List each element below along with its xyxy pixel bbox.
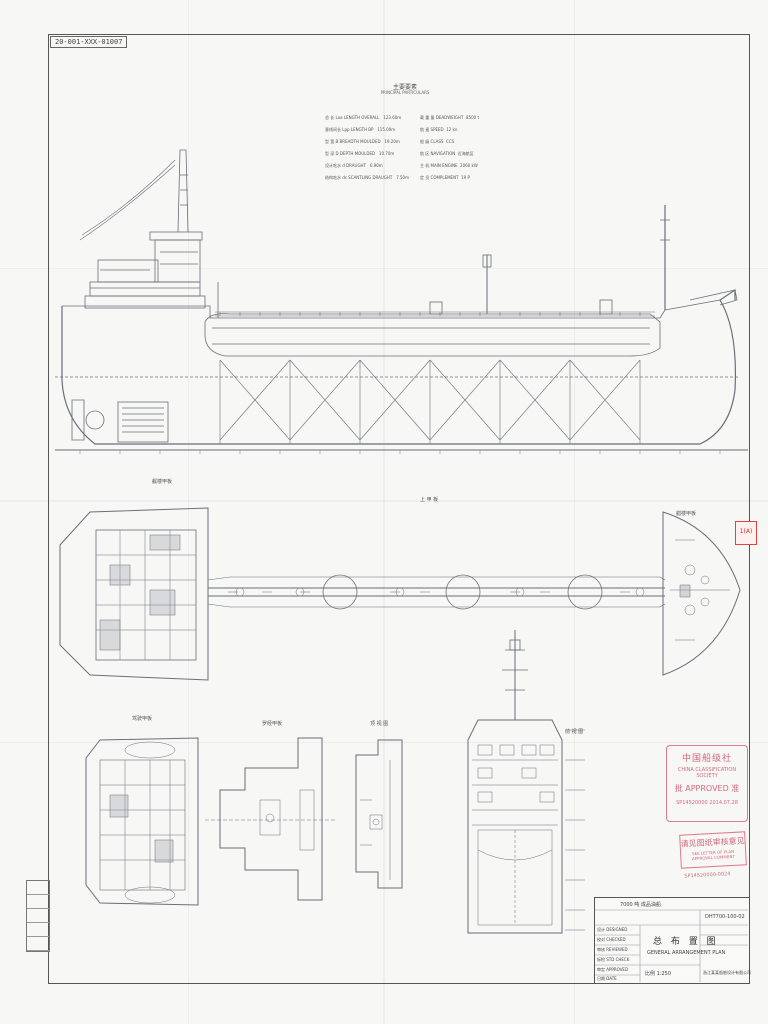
comment-stamp: 请见图纸审核意见 SEE LETTER OF PLAN APPROVAL COM…: [679, 831, 747, 880]
label-compass: 罗经甲板: [262, 721, 283, 727]
stamp-org-en: CHINA CLASSIFICATION SOCIETY: [677, 767, 737, 779]
particulars-right-1: 航 速 SPEED 12 kn: [420, 127, 458, 132]
title-block-row-5: 日期 DATE: [597, 976, 617, 981]
title-block-row-3: 标检 STD CHECK: [597, 957, 630, 962]
title-block: 7000 吨 成品油船 DHT700-100-02 总 布 置 图 GENERA…: [594, 897, 751, 984]
title-block-lines: [594, 909, 748, 982]
title-block-row-4: 审定 APPROVED: [597, 967, 629, 972]
label-poop: 艉楼甲板: [152, 479, 173, 485]
title-block-row-1: 校对 CHECKED: [597, 937, 626, 942]
particulars-left-2: 型 宽 B BREADTH MOULDED 19.20m: [325, 139, 400, 144]
particulars-subtitle: PRINCIPAL PARTICULARS: [380, 90, 430, 95]
particulars-left-3: 型 深 D DEPTH MOULDED 10.70m: [325, 151, 395, 156]
label-front: 前 视 图: [565, 729, 584, 735]
stamp-ref: SP14520000 2014.07.28: [676, 800, 738, 806]
label-forecastle: 艏楼甲板: [676, 511, 697, 517]
comment-stamp-line1: 请见图纸审核意见: [680, 836, 745, 849]
particulars-right-2: 船 级 CLASS CCS: [420, 139, 455, 144]
title-block-row-2: 审核 REVIEWED: [597, 947, 628, 952]
bridge-deck-view: [85, 737, 199, 906]
particulars-left-0: 总 长 Loa LENGTH OVERALL 123.60m: [325, 115, 402, 120]
class-reference-box: 1(A): [735, 521, 757, 545]
stamp-org: 中国船级社: [681, 754, 732, 764]
compass-deck-view: [205, 737, 335, 901]
top-view: [355, 739, 403, 889]
particulars-right-5: 定 员 COMPLEMENT 19 P: [420, 175, 470, 180]
particulars-left-5: 结构吃水 ds SCANTLING DRAUGHT 7.50m: [325, 175, 409, 180]
particulars-title: 主要要素: [392, 84, 417, 91]
title-block-row-0: 设计 DESIGNED: [597, 927, 628, 932]
title-block-company: 浙江某某船舶设计有限公司: [703, 970, 751, 975]
drawing-border: [48, 34, 750, 984]
label-upper-deck: 上 甲 板: [420, 497, 439, 503]
title-block-drawing-no: DHT700-100-02: [705, 914, 745, 920]
profile-view: [55, 149, 748, 454]
title-block-title: 总 布 置 图: [653, 937, 719, 947]
approval-stamp: 中国船级社 CHINA CLASSIFICATION SOCIETY 批 APP…: [666, 745, 748, 822]
label-bridge: 驾驶甲板: [132, 716, 153, 722]
particulars-right-4: 主 机 MAIN ENGINE 2060 kW: [420, 163, 478, 168]
stamp-approved: 批 APPROVED 准: [674, 784, 740, 793]
drawing-number: 20-001-XXX-01007: [50, 36, 128, 48]
particulars-left-1: 垂线间长 Lpp LENGTH BP 115.00m: [325, 127, 396, 132]
class-reference-text: 1(A): [739, 528, 753, 535]
title-block-title-en: GENERAL ARRANGEMENT PLAN: [647, 950, 726, 956]
label-top: 顶 视 图: [370, 721, 389, 727]
particulars-left-4: 设计吃水 d DRAUGHT 6.90m: [325, 163, 383, 168]
title-block-scale: 比例 1:250: [645, 971, 671, 977]
deck-plan-view: [59, 507, 741, 681]
revision-table: [26, 880, 50, 952]
particulars-right-3: 航 区 NAVIGATION 近海航区: [420, 151, 474, 156]
front-view: [467, 630, 585, 934]
title-block-ship: 7000 吨 成品油船: [620, 902, 661, 908]
particulars-right-0: 载 重 量 DEADWEIGHT 8500 t: [420, 115, 480, 120]
comment-stamp-line2: SEE LETTER OF PLAN APPROVAL COMMENT: [691, 848, 735, 862]
